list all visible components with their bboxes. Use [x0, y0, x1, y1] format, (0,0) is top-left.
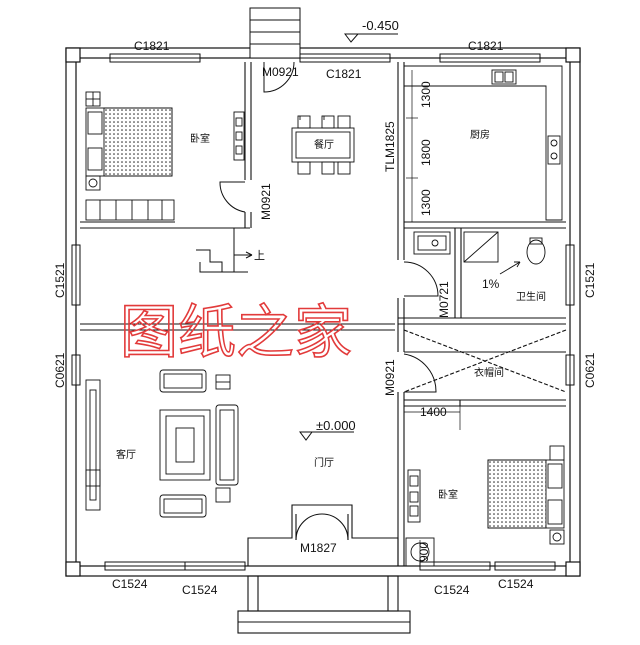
room-bedroom-1: 卧室 — [190, 132, 210, 145]
door-label-closet: M0921 — [383, 359, 397, 396]
elevation-indoor-text: ±0.000 — [316, 418, 356, 433]
room-closet: 衣帽间 — [474, 366, 504, 379]
stair-up-text: 上 — [254, 249, 265, 262]
plan-text: -0.450 C1821 C1821 C1821 M0921 M0921 TLM… — [53, 18, 597, 597]
window-label-top-right: C1821 — [468, 39, 504, 53]
slope-text: 1% — [482, 277, 500, 291]
room-foyer: 门厅 — [314, 456, 334, 469]
kitchen-counter — [404, 65, 563, 221]
dimension-corner: 900 — [417, 542, 431, 562]
dimension-kitchen-2: 1800 — [419, 139, 433, 166]
window-label-bottom-1: C1524 — [112, 577, 148, 591]
room-kitchen: 厨房 — [470, 128, 490, 141]
window-label-top-mid: C1821 — [326, 67, 362, 81]
stair — [196, 228, 253, 273]
elevation-outdoor-text: -0.450 — [362, 18, 399, 33]
room-bedroom-2: 卧室 — [438, 488, 458, 501]
window-label-left-2: C0621 — [53, 352, 67, 388]
entry-porch — [237, 504, 411, 634]
bedroom-1-furniture — [85, 91, 245, 221]
elevation-markers — [299, 33, 398, 441]
window-label-top-left: C1821 — [134, 39, 170, 53]
dining-table — [291, 115, 355, 175]
room-bathroom: 卫生间 — [516, 290, 546, 303]
window-label-right-1: C1521 — [583, 262, 597, 298]
window-label-bottom-2: C1524 — [182, 583, 218, 597]
window-label-bottom-3: C1524 — [434, 583, 470, 597]
dimension-kitchen-3: 1300 — [419, 189, 433, 216]
doors — [219, 61, 439, 393]
window-label-right-2: C0621 — [583, 352, 597, 388]
entry-door-label: M1827 — [300, 541, 337, 555]
bathroom-fixtures — [413, 231, 546, 275]
window-label-bottom-4: C1524 — [498, 577, 534, 591]
dimension-lines — [404, 70, 461, 566]
interior-walls — [80, 62, 567, 566]
room-living: 客厅 — [116, 448, 136, 461]
watermark-text: 图纸之家 — [120, 298, 352, 366]
room-dining: 餐厅 — [314, 138, 334, 151]
dimension-kitchen-1: 1300 — [419, 81, 433, 108]
door-label-bedroom: M0921 — [259, 183, 273, 220]
door-label-bath: M0721 — [437, 281, 451, 318]
living-furniture — [85, 369, 239, 518]
dimension-bedroom-width: 1400 — [420, 405, 447, 419]
door-label-kitchen: TLM1825 — [383, 121, 397, 172]
top-stair-stub — [249, 7, 301, 59]
window-label-left-1: C1521 — [53, 262, 67, 298]
door-label-top: M0921 — [262, 65, 299, 79]
bedroom-2-furniture — [405, 445, 565, 567]
windows — [71, 53, 575, 571]
